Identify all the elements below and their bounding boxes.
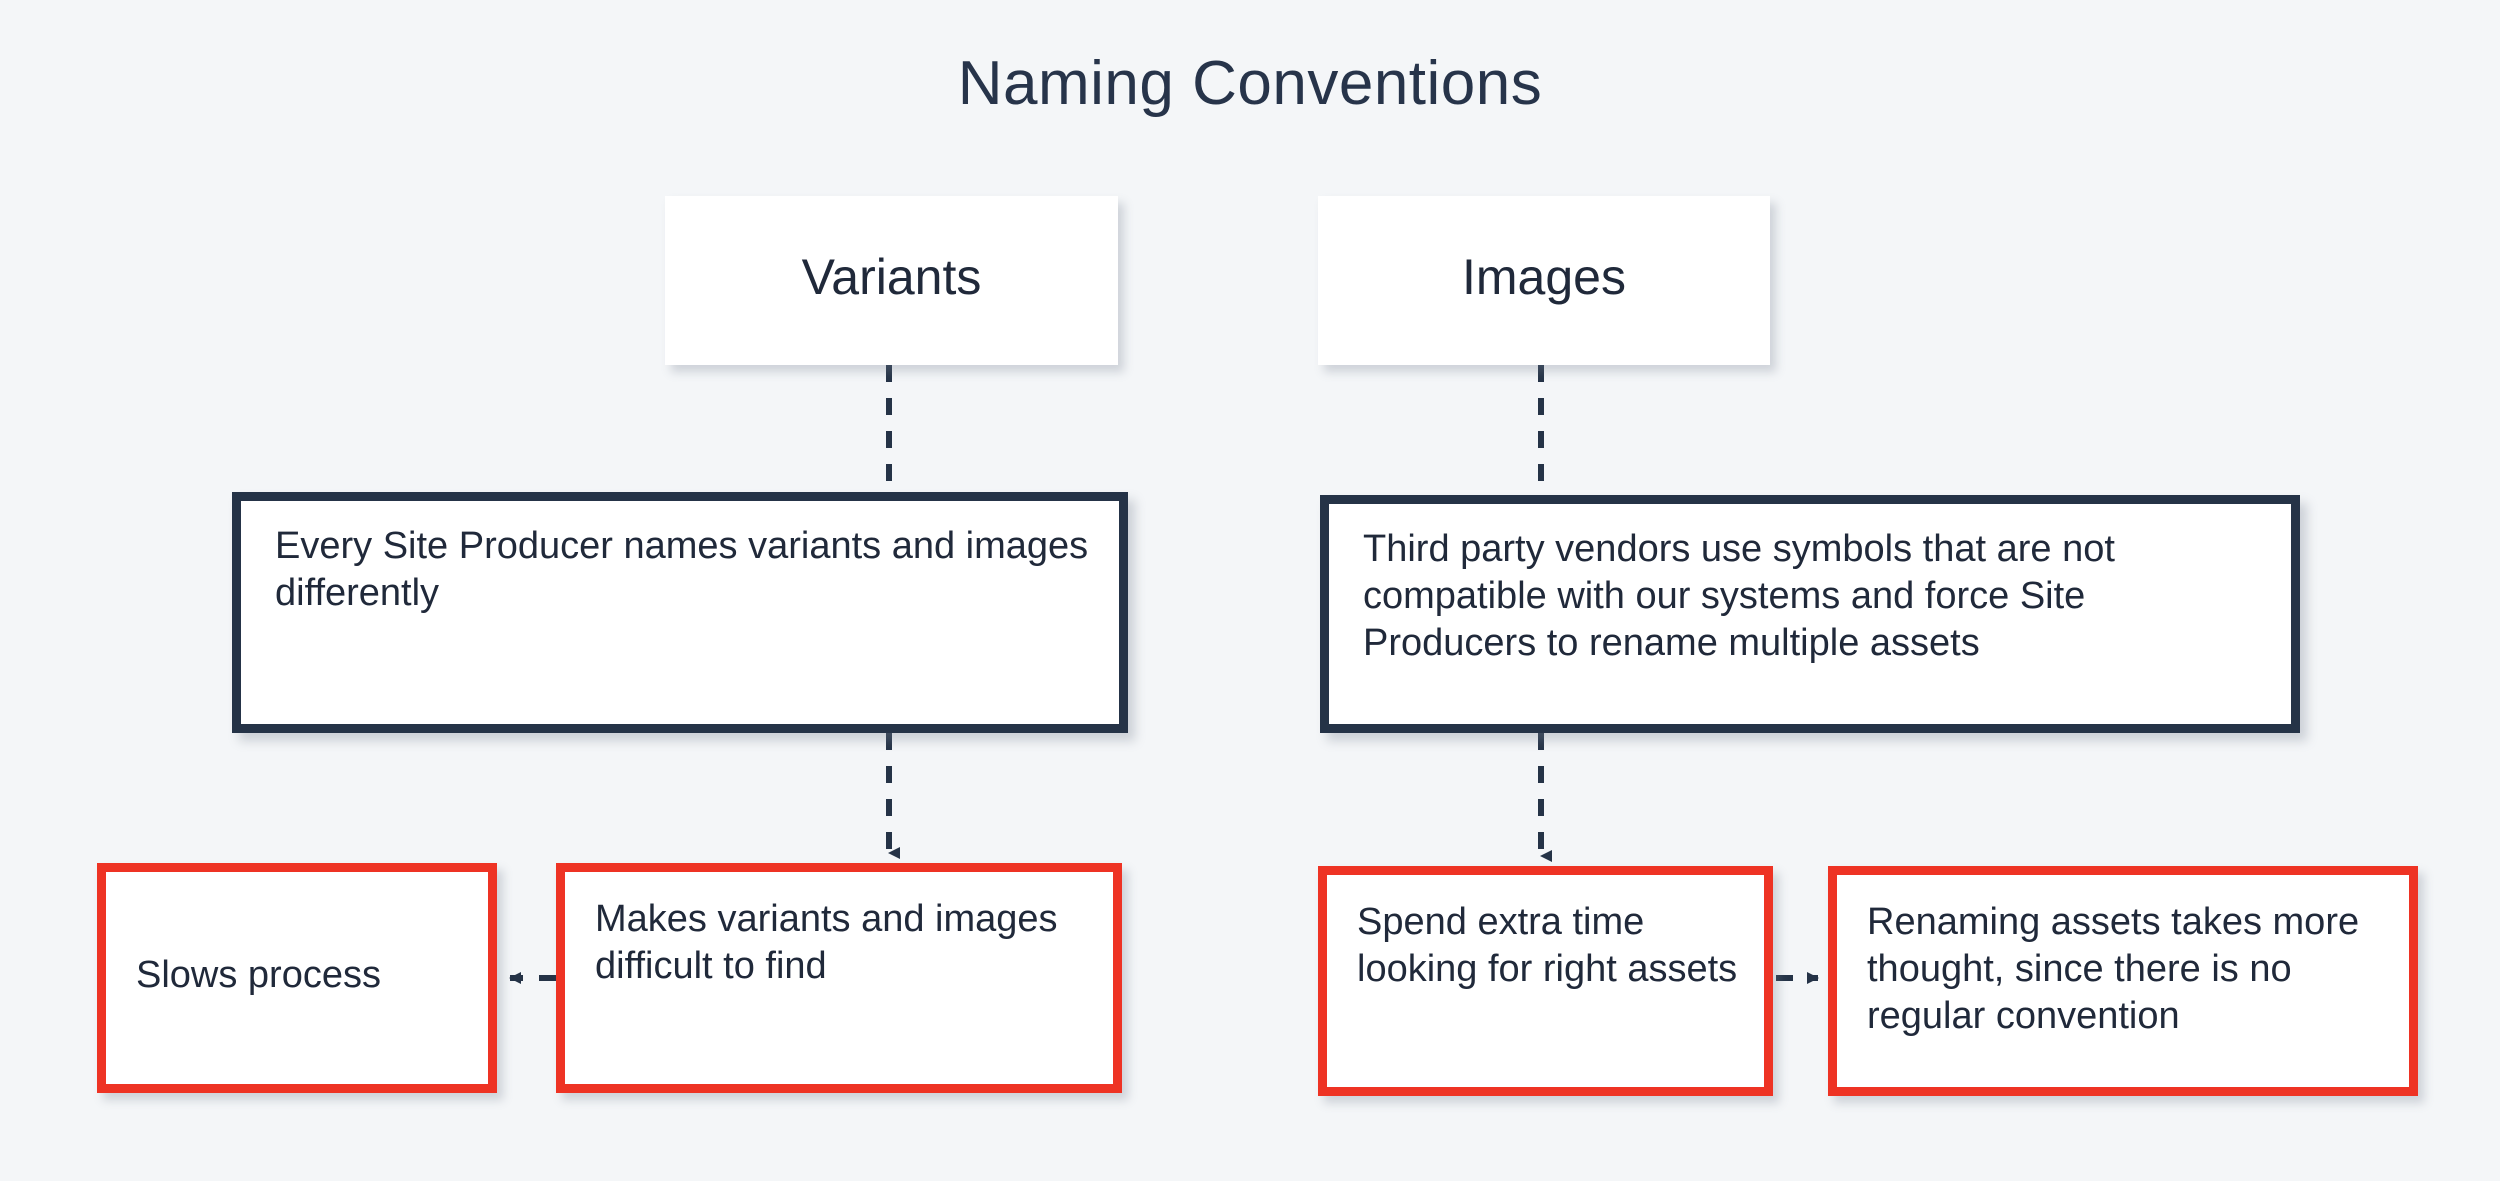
node-slows-process-label: Slows process xyxy=(136,954,381,997)
node-images-heading-label: Images xyxy=(1462,248,1626,305)
node-variants-heading-label: Variants xyxy=(801,248,982,305)
node-renaming-assets-label: Renaming assets takes more thought, sinc… xyxy=(1867,901,2360,1038)
node-renaming-assets[interactable]: Renaming assets takes more thought, sinc… xyxy=(1828,866,2418,1096)
node-spend-extra-time[interactable]: Spend extra time looking for right asset… xyxy=(1318,866,1773,1096)
node-spend-extra-time-label: Spend extra time looking for right asset… xyxy=(1357,901,1738,991)
node-makes-difficult-label: Makes variants and images difficult to f… xyxy=(595,898,1058,988)
node-variants-heading[interactable]: Variants xyxy=(665,196,1118,365)
node-makes-difficult[interactable]: Makes variants and images difficult to f… xyxy=(556,863,1122,1093)
node-images-heading[interactable]: Images xyxy=(1318,196,1770,365)
node-variants-problem-label: Every Site Producer names variants and i… xyxy=(275,525,1089,615)
node-images-problem-label: Third party vendors use symbols that are… xyxy=(1363,528,2115,665)
node-images-problem[interactable]: Third party vendors use symbols that are… xyxy=(1320,495,2300,733)
node-variants-problem[interactable]: Every Site Producer names variants and i… xyxy=(232,492,1128,733)
node-slows-process[interactable]: Slows process xyxy=(97,863,497,1093)
page-title: Naming Conventions xyxy=(957,49,1543,118)
